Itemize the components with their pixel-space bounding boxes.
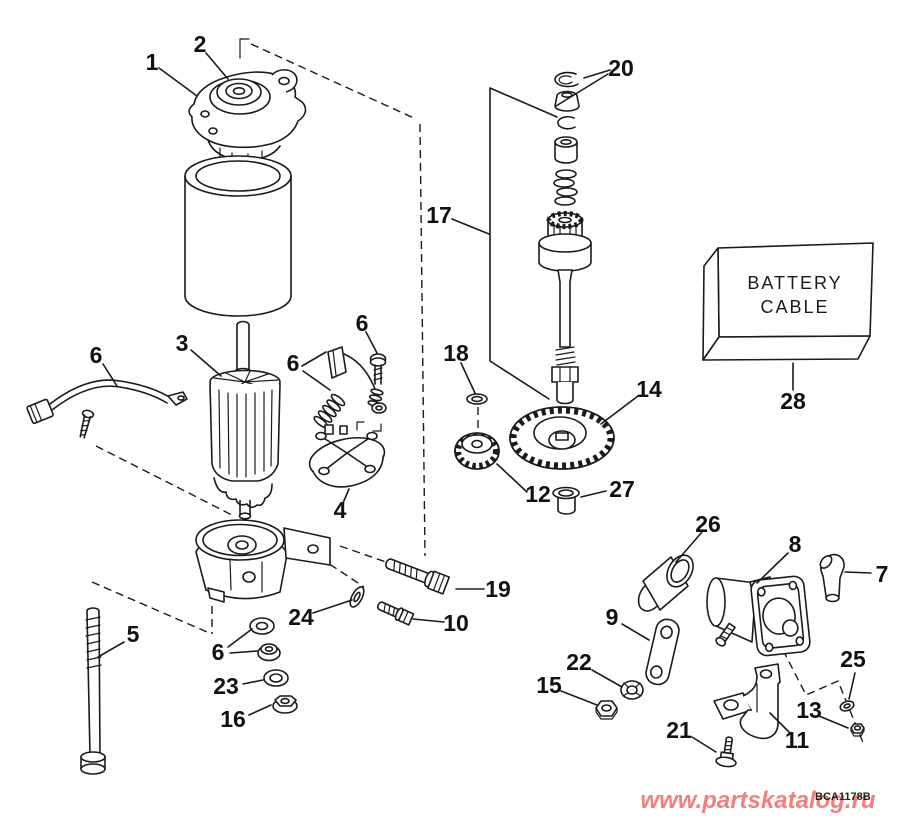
starter-drive-assembly: [538, 71, 592, 405]
callout-17: 17: [426, 202, 452, 228]
through-bolt-part: [80, 607, 106, 775]
callout-4: 4: [334, 497, 347, 523]
mount-bolt-part: [385, 558, 451, 595]
callout-3: 3: [176, 330, 189, 356]
nut-part-16: [272, 695, 298, 714]
callout-1: 1: [146, 49, 159, 75]
battery-box-line2: CABLE: [760, 297, 829, 317]
strap-bracket-part: [645, 618, 680, 686]
elbow-boot-part: [819, 553, 845, 603]
callout-2: 2: [194, 31, 207, 57]
lock-washer-part: [620, 680, 644, 700]
callout-6-cable: 6: [90, 342, 103, 368]
callout-25: 25: [840, 646, 866, 672]
solenoid-part: [706, 575, 811, 657]
thrust-washer-part: [349, 586, 365, 608]
callout-10: 10: [443, 610, 469, 636]
sleeve-part: [637, 554, 694, 612]
callout-14: 14: [636, 376, 662, 402]
retainer-ring-part: [466, 393, 488, 405]
small-screw-part: [377, 601, 415, 626]
watermark-text: www.partskatalog.ru: [640, 787, 876, 814]
callout-9: 9: [606, 604, 619, 630]
small-gear-part: [454, 432, 500, 470]
flange-screw-part: [715, 736, 737, 768]
callout-24: 24: [288, 604, 314, 630]
callout-27: 27: [609, 476, 635, 502]
drive-end-cap-part: [188, 69, 307, 164]
callout-28: 28: [780, 388, 806, 414]
callout-22: 22: [566, 649, 592, 675]
item-17-bracket: [489, 87, 558, 400]
drawing-code-text: BCA1178B: [815, 791, 871, 803]
callout-13: 13: [796, 697, 822, 723]
callout-7: 7: [876, 561, 889, 587]
callout-15: 15: [536, 672, 562, 698]
callout-26: 26: [695, 511, 721, 537]
callout-19: 19: [485, 576, 511, 602]
terminal-screw-part: [356, 353, 387, 432]
callout-leader-lines: [97, 52, 872, 753]
callout-8: 8: [789, 531, 802, 557]
callout-numbers: 1 2 20 17 6 3 6 6 18 14 28 12 27 4 26 8 …: [90, 31, 889, 753]
brush-and-spring-part: [313, 346, 376, 429]
callout-6-screw: 6: [356, 310, 369, 336]
washer-locknut-part: [249, 617, 281, 662]
mount-bracket-part: [713, 663, 781, 740]
callout-16: 16: [220, 706, 246, 732]
callout-20: 20: [608, 55, 634, 81]
callout-12: 12: [525, 481, 551, 507]
alignment-dashed-lines: [91, 38, 865, 746]
callout-21: 21: [666, 717, 692, 743]
callout-23: 23: [213, 673, 239, 699]
callout-6-locknut: 6: [212, 639, 225, 665]
large-gear-part: [509, 406, 615, 470]
battery-cable-box: BATTERY CABLE: [702, 242, 874, 361]
drive-spring: [553, 169, 578, 206]
bushing-part: [552, 486, 580, 515]
washer-nut-part-25: [839, 700, 865, 737]
ground-lead-part: [26, 379, 188, 439]
hex-nut-part-15: [595, 700, 618, 720]
commutator-end-cap-part: [195, 519, 331, 603]
callout-5: 5: [127, 621, 140, 647]
armature-part: [209, 320, 281, 520]
callout-18: 18: [443, 340, 469, 366]
callout-6-brush: 6: [287, 350, 300, 376]
motor-frame-part: [184, 155, 292, 317]
battery-box-line1: BATTERY: [747, 273, 842, 293]
brush-plate-part: [308, 424, 386, 488]
washer-part-23: [263, 669, 289, 687]
callout-11: 11: [785, 727, 810, 753]
